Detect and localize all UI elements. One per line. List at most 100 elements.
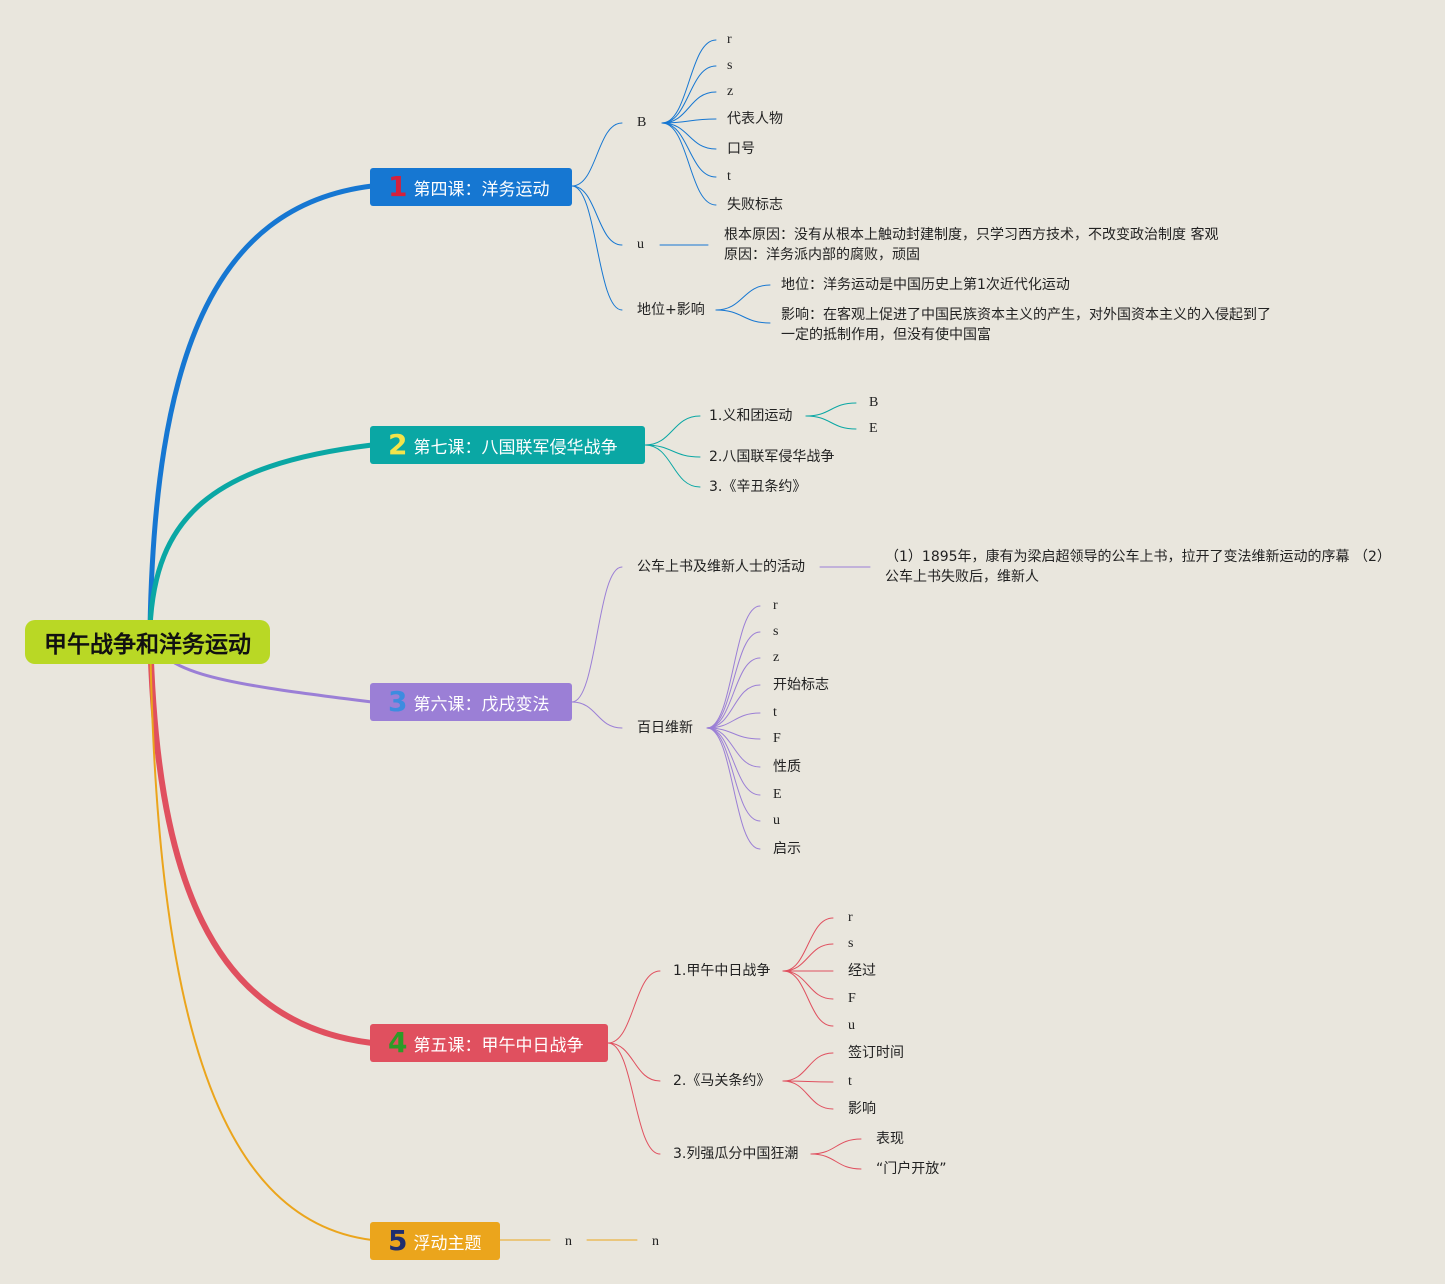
topic-number-badge: 4 bbox=[388, 1026, 408, 1059]
connector-line bbox=[607, 1042, 661, 1155]
connector-line bbox=[661, 91, 717, 124]
note-gongche[interactable]: （1）1895年，康有为梁启超领导的公车上书，拉开了变法维新运动的序幕 （2）公… bbox=[885, 549, 1384, 585]
subtopic-status-impact[interactable]: 地位+影响 bbox=[637, 302, 705, 318]
leaf-item[interactable]: 影响 bbox=[848, 1101, 876, 1117]
topic-label: 第六课：戊戌变法 bbox=[413, 694, 550, 715]
main-branch-line bbox=[147, 183, 375, 631]
topic-number-badge: 5 bbox=[388, 1224, 408, 1257]
central-topic[interactable]: 甲午战争和洋务运动 bbox=[25, 620, 270, 664]
leaf-item[interactable]: 启示 bbox=[773, 841, 801, 857]
connector-line bbox=[571, 185, 623, 246]
leaf-item[interactable]: s bbox=[727, 58, 733, 73]
leaf-item[interactable]: z bbox=[727, 84, 734, 99]
topic-label: 第四课：洋务运动 bbox=[413, 179, 550, 200]
connector-line bbox=[805, 415, 857, 430]
subtopic-eight-nation-war[interactable]: 2.八国联军侵华战争 bbox=[709, 449, 835, 465]
topic-lesson-4-westernization[interactable]: 1 第四课：洋务运动 bbox=[370, 168, 572, 206]
leaf-item[interactable]: t bbox=[727, 169, 731, 184]
leaf-item[interactable]: 代表人物 bbox=[727, 111, 783, 127]
subtopic-n[interactable]: n bbox=[565, 1234, 572, 1249]
subtopic-xinchou-treaty[interactable]: 3.《辛丑条约》 bbox=[709, 479, 807, 495]
connector-line bbox=[607, 1042, 661, 1082]
leaf-item[interactable]: 签订时间 bbox=[848, 1045, 904, 1061]
connector-line bbox=[782, 1080, 834, 1110]
connector-line bbox=[810, 1138, 862, 1155]
leaf-item[interactable]: r bbox=[848, 910, 853, 925]
topic-floating[interactable]: 5 浮动主题 bbox=[370, 1222, 500, 1260]
connector-line bbox=[706, 727, 761, 850]
topic-label: 第五课：甲午中日战争 bbox=[413, 1035, 584, 1056]
subtopic-gongche-shangshu[interactable]: 公车上书及维新人士的活动 bbox=[637, 559, 805, 575]
connector-line bbox=[644, 444, 701, 488]
subtopic-boxer-movement[interactable]: 1.义和团运动 bbox=[709, 408, 793, 424]
connector-line bbox=[706, 727, 761, 768]
connector-line bbox=[661, 39, 717, 124]
leaf-item[interactable]: B bbox=[869, 395, 879, 410]
note-reasons[interactable]: 根本原因：没有从根本上触动封建制度，只学习西方技术，不改变政治制度 客观原因：洋… bbox=[724, 227, 1219, 263]
connector-line bbox=[661, 122, 717, 178]
leaf-item[interactable]: t bbox=[773, 705, 777, 720]
main-branch-line bbox=[147, 442, 375, 631]
leaf-item[interactable]: “门户开放” bbox=[876, 1161, 947, 1177]
leaf-item[interactable]: t bbox=[848, 1074, 852, 1089]
subtopic-hundred-days-reform[interactable]: 百日维新 bbox=[637, 720, 693, 736]
connector-line bbox=[810, 1153, 862, 1170]
main-branch-line bbox=[147, 625, 375, 1046]
subtopic-u[interactable]: u bbox=[637, 237, 644, 252]
connector-line bbox=[571, 122, 623, 187]
connector-line bbox=[661, 118, 717, 124]
topic-number-badge: 2 bbox=[388, 428, 408, 461]
leaf-item[interactable]: 口号 bbox=[727, 141, 755, 157]
leaf-item[interactable]: F bbox=[773, 731, 781, 746]
topic-label: 第七课：八国联军侵华战争 bbox=[413, 437, 618, 458]
leaf-item[interactable]: s bbox=[848, 936, 854, 951]
leaf-item[interactable]: u bbox=[773, 813, 780, 828]
leaf-item[interactable]: 性质 bbox=[773, 759, 801, 775]
leaf-item[interactable]: r bbox=[727, 32, 732, 47]
leaf-item[interactable]: E bbox=[869, 421, 878, 436]
topic-lesson-7-eight-nation-alliance[interactable]: 2 第七课：八国联军侵华战争 bbox=[370, 426, 645, 464]
leaf-item[interactable]: 开始标志 bbox=[773, 677, 829, 693]
leaf-item[interactable]: 经过 bbox=[848, 963, 876, 979]
connector-line bbox=[661, 122, 717, 206]
subtopic-sino-japanese-war[interactable]: 1.甲午中日战争 bbox=[673, 963, 771, 979]
connector-line bbox=[706, 605, 761, 729]
leaf-item[interactable]: n bbox=[652, 1234, 659, 1249]
connector-line bbox=[661, 65, 717, 124]
connector-line bbox=[706, 657, 761, 729]
note-impact[interactable]: 影响：在客观上促进了中国民族资本主义的产生，对外国资本主义的入侵起到了一定的抵制… bbox=[781, 307, 1271, 343]
leaf-item[interactable]: 失败标志 bbox=[727, 197, 783, 213]
connector-line bbox=[782, 943, 834, 972]
topic-label: 浮动主题 bbox=[413, 1233, 482, 1254]
leaf-item[interactable]: u bbox=[848, 1018, 855, 1033]
connector-line bbox=[715, 284, 771, 311]
connector-line bbox=[782, 970, 834, 1000]
connector-line bbox=[805, 402, 857, 417]
connector-line bbox=[706, 727, 761, 822]
connector-line bbox=[571, 701, 623, 729]
topic-lesson-5-sino-japanese-war[interactable]: 4 第五课：甲午中日战争 bbox=[370, 1024, 608, 1062]
connector-line bbox=[706, 712, 761, 729]
main-branch-line bbox=[149, 627, 373, 1241]
subtopic-b[interactable]: B bbox=[637, 115, 647, 130]
connector-line bbox=[715, 309, 771, 324]
subtopic-partition-of-china[interactable]: 3.列强瓜分中国狂潮 bbox=[673, 1146, 799, 1162]
leaf-item[interactable]: 表现 bbox=[876, 1131, 904, 1147]
connector-line bbox=[571, 185, 623, 311]
connector-line bbox=[571, 566, 623, 703]
leaf-item[interactable]: F bbox=[848, 991, 856, 1006]
connector-line bbox=[706, 684, 761, 729]
leaf-item[interactable]: r bbox=[773, 598, 778, 613]
topic-number-badge: 3 bbox=[388, 685, 408, 718]
connector-line bbox=[782, 970, 834, 1027]
topic-lesson-6-reform[interactable]: 3 第六课：戊戌变法 bbox=[370, 683, 572, 721]
connector-line bbox=[644, 444, 701, 458]
subtopic-shimonoseki-treaty[interactable]: 2.《马关条约》 bbox=[673, 1073, 771, 1089]
note-status[interactable]: 地位：洋务运动是中国历史上第1次近代化运动 bbox=[781, 277, 1070, 293]
topic-number-badge: 1 bbox=[388, 170, 408, 203]
connector-line bbox=[782, 917, 834, 972]
leaf-item[interactable]: z bbox=[773, 650, 780, 665]
leaf-item[interactable]: s bbox=[773, 624, 779, 639]
leaf-item[interactable]: E bbox=[773, 787, 782, 802]
